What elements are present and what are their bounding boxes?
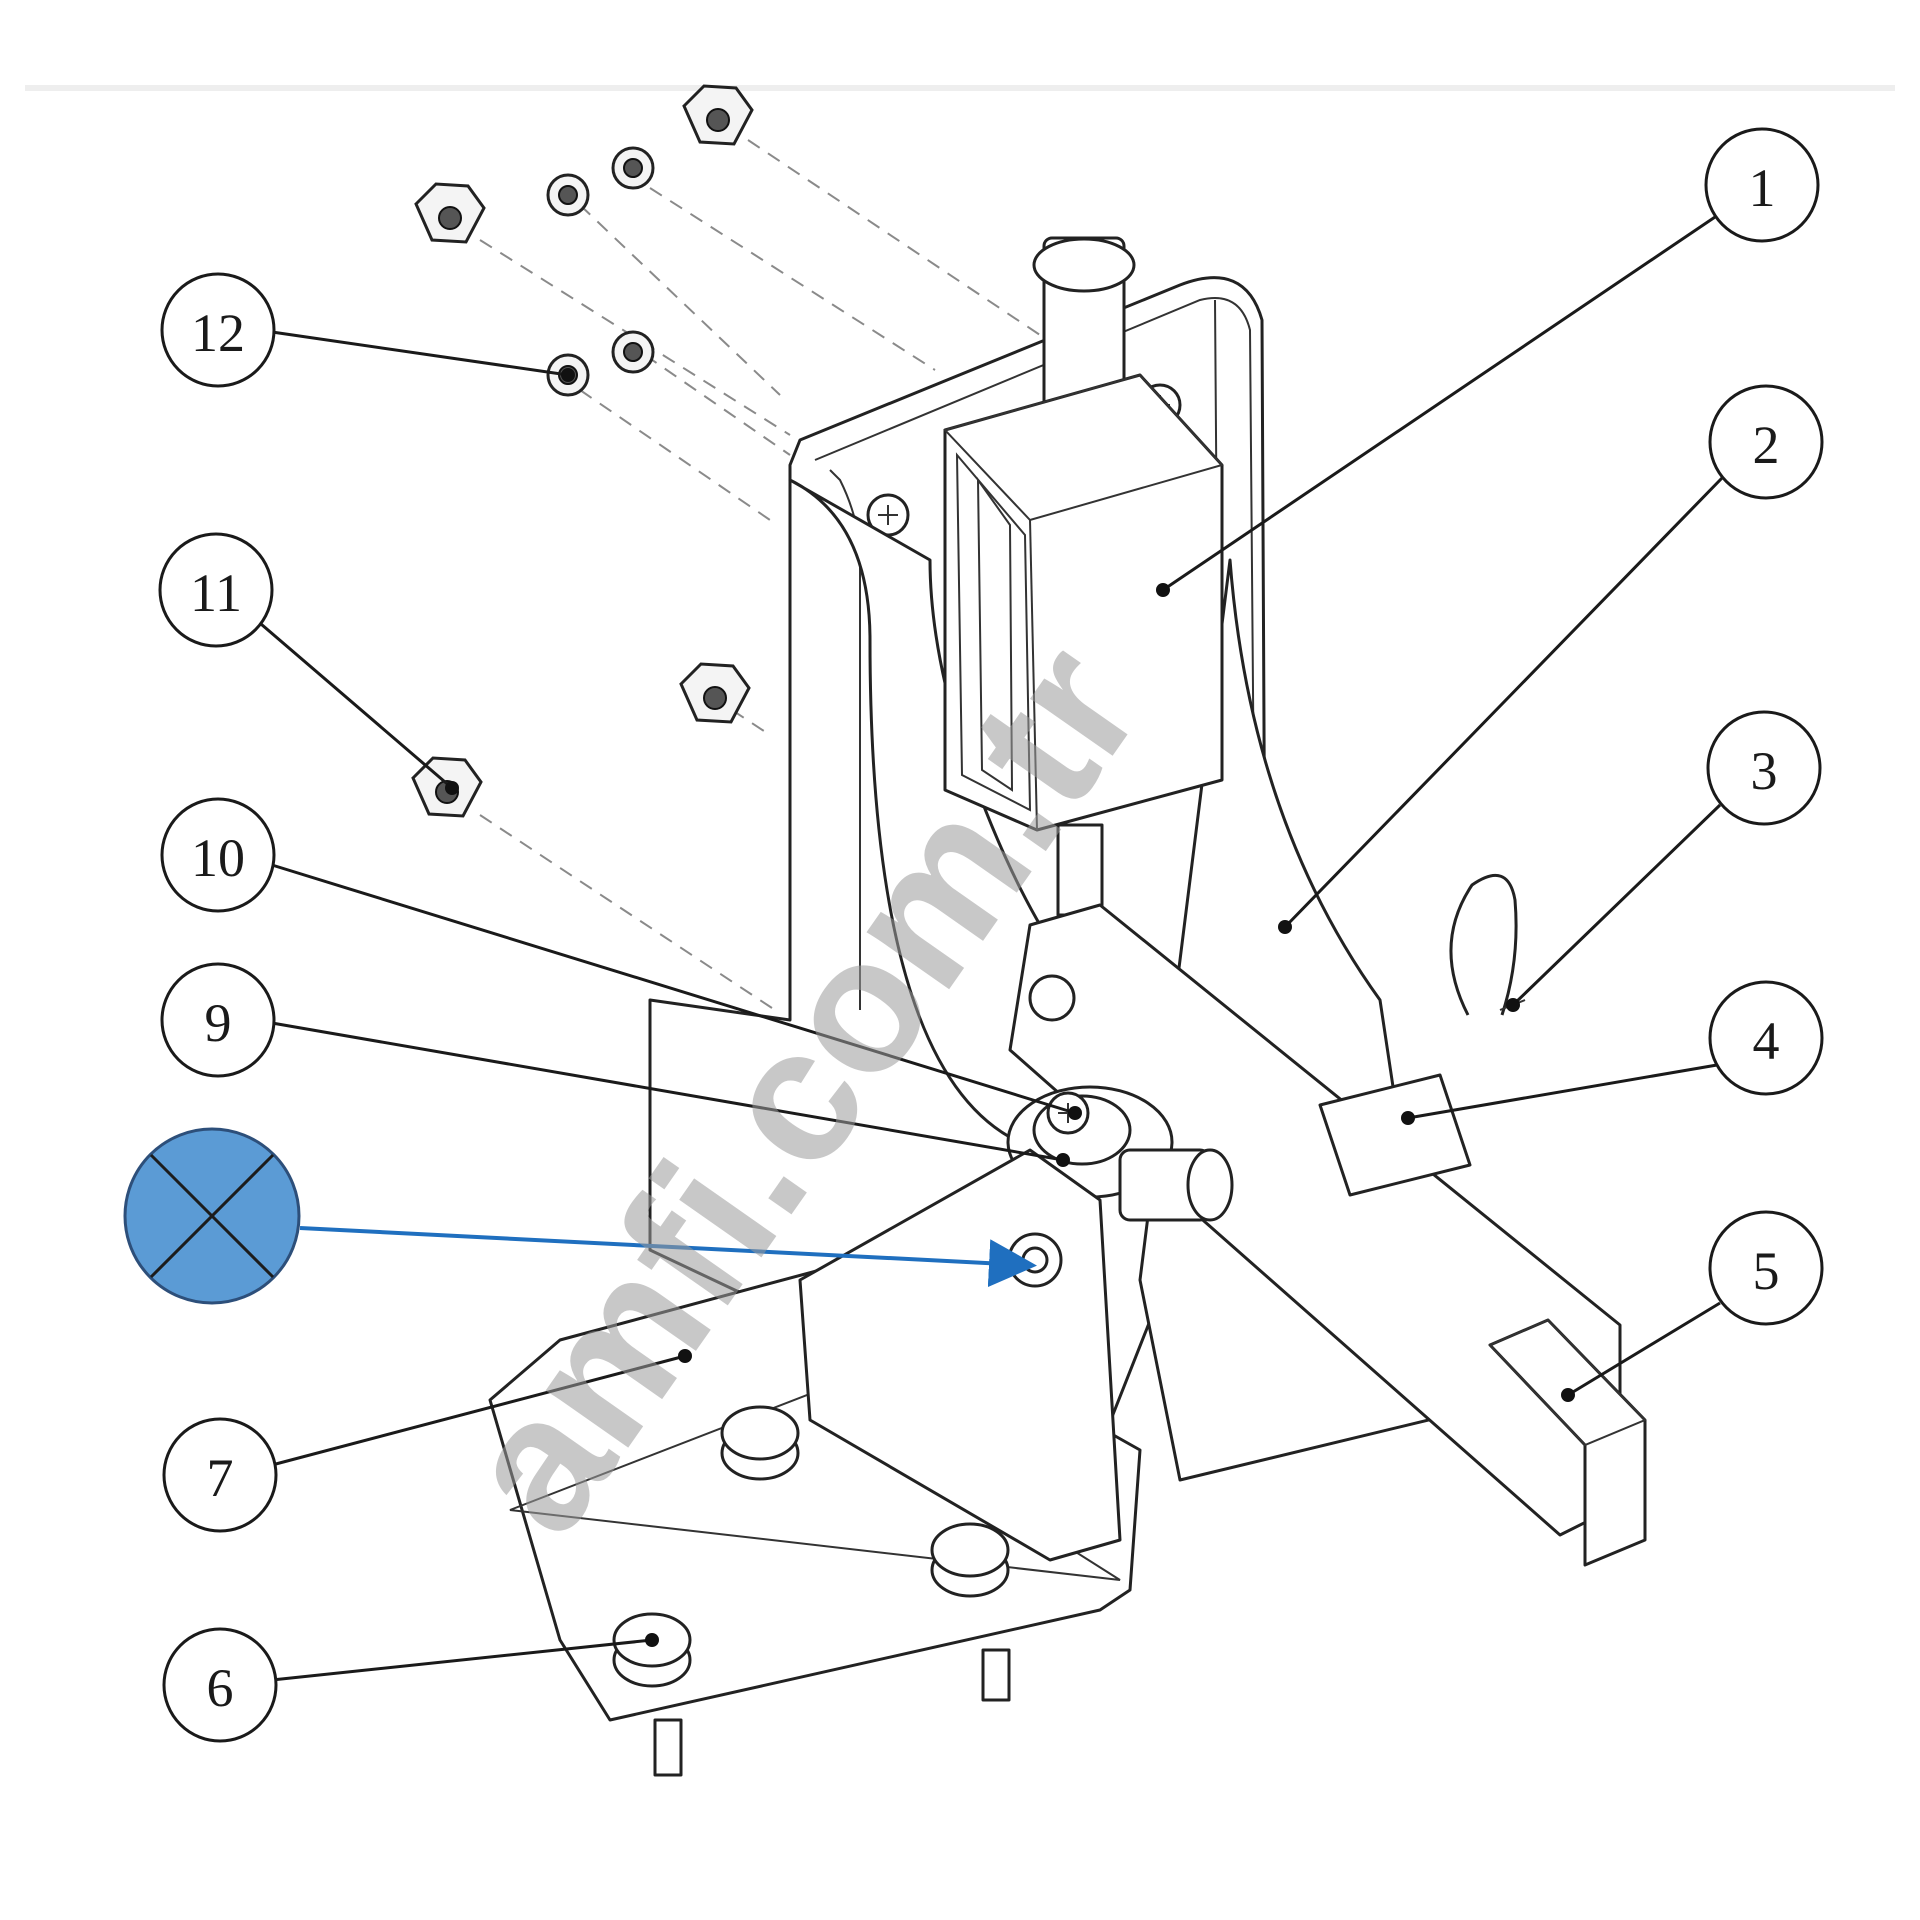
svg-text:5: 5 (1753, 1241, 1780, 1301)
callout-4: 4 (1708, 980, 1824, 1096)
svg-text:12: 12 (191, 303, 245, 363)
x-marker-icon (123, 1127, 301, 1305)
hardware-group (411, 84, 754, 818)
svg-text:4: 4 (1753, 1011, 1780, 1071)
sliding-block (943, 236, 1224, 917)
screw-icon (546, 173, 590, 217)
callout-10: 10 (160, 797, 276, 913)
lever-arm (1008, 903, 1647, 1567)
threaded-stud-icon (981, 1648, 1011, 1702)
svg-text:10: 10 (191, 828, 245, 888)
marker-arrow (299, 1226, 1037, 1288)
svg-text:2: 2 (1753, 415, 1780, 475)
svg-text:6: 6 (207, 1658, 234, 1718)
hex-nut-icon (679, 662, 751, 724)
screw-icon (611, 146, 655, 190)
leader-lines (246, 213, 1724, 1682)
callout-7: 7 (162, 1417, 278, 1533)
svg-text:9: 9 (205, 993, 232, 1053)
thumb-knob-icon (930, 1522, 1010, 1598)
thumb-knob-icon (612, 1612, 692, 1688)
callout-1: 1 (1704, 127, 1820, 243)
assembly-dashed-lines (479, 139, 1041, 1011)
base-bracket (488, 1148, 1142, 1722)
callout-3: 3 (1706, 710, 1822, 826)
svg-text:1: 1 (1749, 158, 1776, 218)
callout-9: 9 (160, 962, 276, 1078)
ring-pin-icon (1449, 874, 1526, 1016)
knob-assembly (1006, 1085, 1234, 1222)
callout-2: 2 (1708, 384, 1824, 500)
callout-12: 12 (160, 272, 276, 388)
threaded-stud-icon (653, 1718, 683, 1777)
callout-6: 6 (162, 1627, 278, 1743)
callout-11: 11 (158, 532, 274, 648)
svg-text:11: 11 (190, 563, 242, 623)
svg-text:3: 3 (1751, 741, 1778, 801)
hex-nut-icon (682, 84, 754, 146)
hex-nut-icon (414, 182, 486, 244)
leader-dots (445, 368, 1575, 1647)
pin-spacer (1318, 1073, 1472, 1197)
thumb-knob-icon (720, 1405, 800, 1481)
callout-5: 5 (1708, 1210, 1824, 1326)
svg-text:7: 7 (207, 1448, 234, 1508)
screw-icon (611, 330, 655, 374)
